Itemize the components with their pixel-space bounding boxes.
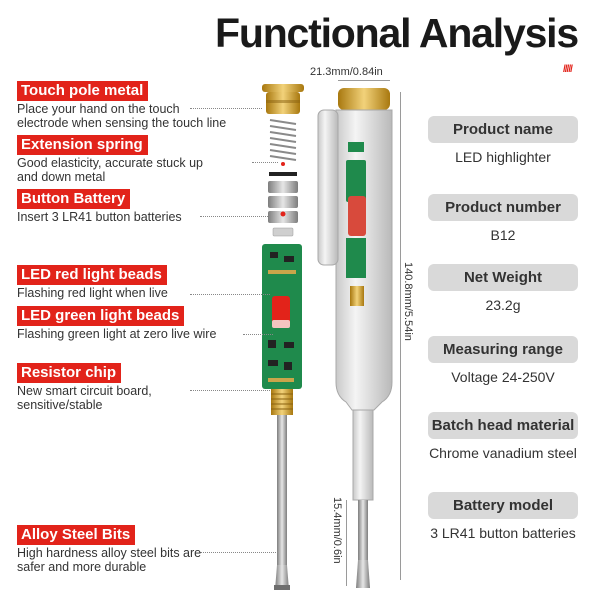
leader-line <box>252 162 278 163</box>
part-description: Good elasticity, accurate stuck up and d… <box>17 156 203 184</box>
part-label: LED green light beads <box>17 306 185 326</box>
part-touch-pole-metal: Touch pole metal Place your hand on the … <box>17 81 226 130</box>
length-dimension-line <box>400 92 401 580</box>
spec-label: Product name <box>428 116 578 143</box>
spec-product-number: Product number B12 <box>418 194 588 243</box>
spec-value: B12 <box>490 227 516 243</box>
spec-label: Battery model <box>428 492 578 519</box>
part-label: Extension spring <box>17 135 148 155</box>
part-led-red: LED red light beads Flashing red light w… <box>17 265 168 300</box>
part-description: High hardness alloy steel bits are safer… <box>17 546 202 574</box>
spec-label: Product number <box>428 194 578 221</box>
spec-net-weight: Net Weight 23.2g <box>418 264 588 313</box>
width-dimension-line <box>338 80 390 81</box>
part-description: Insert 3 LR41 button batteries <box>17 210 182 224</box>
spec-measuring-range: Measuring range Voltage 24-250V <box>418 336 588 385</box>
circuit-board-image <box>262 244 302 389</box>
spec-value: Voltage 24-250V <box>451 369 555 385</box>
touch-pole-cap-image <box>262 84 304 114</box>
spec-label: Batch head material <box>428 412 578 439</box>
leader-line <box>200 552 276 553</box>
spec-value: LED highlighter <box>455 149 551 165</box>
spec-value: 23.2g <box>485 297 521 313</box>
spec-batch-head-material: Batch head material Chrome vanadium stee… <box>418 412 588 461</box>
title-decoration: ///// <box>563 64 573 75</box>
spec-label: Net Weight <box>428 264 578 291</box>
spec-product-name: Product name LED highlighter <box>418 116 588 165</box>
part-label: Touch pole metal <box>17 81 149 101</box>
spec-label: Measuring range <box>428 336 578 363</box>
page-title: Functional Analysis <box>215 10 579 56</box>
leader-line <box>190 390 270 391</box>
tip-dimension-label: 15.4mm/0.6in <box>331 497 343 564</box>
assembled-pen-image <box>317 88 393 588</box>
part-button-battery: Button Battery Insert 3 LR41 button batt… <box>17 189 182 224</box>
length-dimension-label: 140.8mm/5.54in <box>402 262 414 341</box>
part-label: LED red light beads <box>17 265 167 285</box>
part-description: Flashing red light when live <box>17 286 168 300</box>
spring-image <box>269 119 297 166</box>
part-led-green: LED green light beads Flashing green lig… <box>17 306 216 341</box>
leader-line <box>190 294 270 295</box>
part-label: Resistor chip <box>17 363 122 383</box>
battery-stack-image <box>268 172 298 237</box>
part-label: Alloy Steel Bits <box>17 525 136 545</box>
leader-line <box>190 108 262 109</box>
part-resistor-chip: Resistor chip New smart circuit board, s… <box>17 363 152 412</box>
part-description: New smart circuit board, sensitive/stabl… <box>17 384 152 412</box>
tip-dimension-line <box>346 500 347 586</box>
leader-line <box>243 334 273 335</box>
part-description: Place your hand on the touch electrode w… <box>17 102 227 130</box>
screwdriver-bit-image <box>271 389 293 590</box>
part-alloy-steel-bits: Alloy Steel Bits High hardness alloy ste… <box>17 525 201 574</box>
spec-value: Chrome vanadium steel <box>429 445 577 461</box>
leader-line <box>200 216 268 217</box>
part-label: Button Battery <box>17 189 131 209</box>
part-extension-spring: Extension spring Good elasticity, accura… <box>17 135 203 184</box>
spec-battery-model: Battery model 3 LR41 button batteries <box>418 492 588 541</box>
width-dimension-label: 21.3mm/0.84in <box>310 66 383 78</box>
part-description: Flashing green light at zero live wire <box>17 327 217 341</box>
spec-value: 3 LR41 button batteries <box>430 525 576 541</box>
